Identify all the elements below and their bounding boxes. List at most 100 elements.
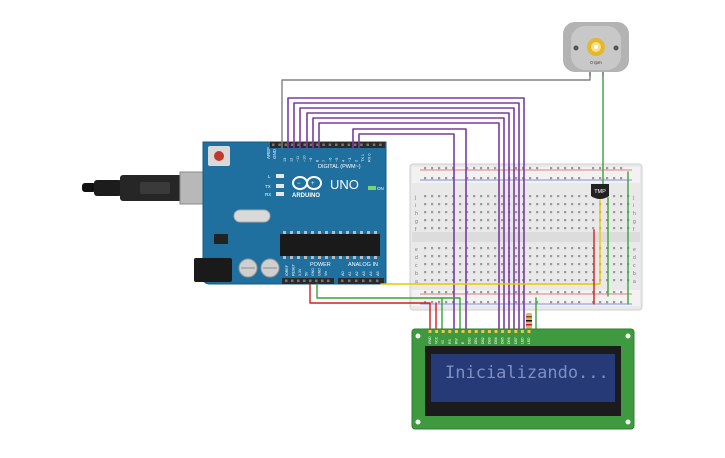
breadboard-hole[interactable] (543, 211, 546, 214)
rail-hole[interactable] (529, 291, 532, 294)
breadboard-hole[interactable] (501, 227, 504, 230)
rail-hole[interactable] (550, 167, 553, 170)
breadboard-hole[interactable] (571, 203, 574, 206)
breadboard-hole[interactable] (522, 195, 525, 198)
breadboard-hole[interactable] (480, 211, 483, 214)
breadboard-hole[interactable] (459, 263, 462, 266)
breadboard-hole[interactable] (459, 195, 462, 198)
wire-motor-gray[interactable] (281, 76, 591, 149)
rail-hole[interactable] (564, 167, 567, 170)
breadboard-hole[interactable] (501, 211, 504, 214)
breadboard-hole[interactable] (529, 203, 532, 206)
breadboard-hole[interactable] (571, 227, 574, 230)
lcd-pin[interactable] (428, 330, 432, 333)
breadboard-hole[interactable] (438, 211, 441, 214)
breadboard-hole[interactable] (613, 279, 616, 282)
header-hole[interactable] (347, 143, 351, 147)
breadboard-hole[interactable] (515, 279, 518, 282)
breadboard-hole[interactable] (445, 263, 448, 266)
breadboard-hole[interactable] (606, 219, 609, 222)
breadboard-hole[interactable] (571, 219, 574, 222)
breadboard-hole[interactable] (473, 227, 476, 230)
breadboard-hole[interactable] (571, 279, 574, 282)
wire-purple[interactable] (318, 122, 500, 331)
lcd-pin[interactable] (468, 330, 472, 333)
breadboard-hole[interactable] (445, 271, 448, 274)
breadboard-hole[interactable] (501, 203, 504, 206)
breadboard-hole[interactable] (480, 219, 483, 222)
breadboard-hole[interactable] (578, 247, 581, 250)
rail-hole[interactable] (431, 177, 434, 180)
rail-hole[interactable] (592, 167, 595, 170)
lcd-pin[interactable] (494, 330, 498, 333)
breadboard-hole[interactable] (473, 203, 476, 206)
breadboard-hole[interactable] (585, 203, 588, 206)
reset-button-cap[interactable] (214, 151, 224, 161)
breadboard-hole[interactable] (571, 255, 574, 258)
breadboard-hole[interactable] (557, 203, 560, 206)
lcd-pin[interactable] (514, 330, 518, 333)
wire-purple[interactable] (293, 102, 520, 331)
wires[interactable] (281, 76, 629, 331)
breadboard-hole[interactable] (550, 203, 553, 206)
breadboard-hole[interactable] (445, 279, 448, 282)
rail-hole[interactable] (536, 291, 539, 294)
breadboard-hole[interactable] (578, 263, 581, 266)
wire-purple[interactable] (299, 107, 515, 331)
breadboard-hole[interactable] (515, 227, 518, 230)
breadboard-hole[interactable] (543, 219, 546, 222)
breadboard-hole[interactable] (620, 255, 623, 258)
header-hole[interactable] (366, 143, 370, 147)
rail-hole[interactable] (522, 301, 525, 304)
wire-red-5v[interactable] (309, 283, 431, 331)
lcd-pin[interactable] (487, 330, 491, 333)
breadboard-hole[interactable] (431, 195, 434, 198)
breadboard-hole[interactable] (452, 219, 455, 222)
breadboard-hole[interactable] (550, 211, 553, 214)
breadboard-hole[interactable] (550, 279, 553, 282)
breadboard-hole[interactable] (571, 263, 574, 266)
rail-hole[interactable] (445, 167, 448, 170)
breadboard-hole[interactable] (536, 263, 539, 266)
breadboard-hole[interactable] (529, 263, 532, 266)
breadboard-hole[interactable] (557, 211, 560, 214)
rail-hole[interactable] (473, 177, 476, 180)
rail-hole[interactable] (557, 177, 560, 180)
header-hole[interactable] (341, 143, 344, 147)
breadboard-hole[interactable] (473, 263, 476, 266)
header-hole[interactable] (369, 279, 372, 283)
breadboard-hole[interactable] (592, 263, 595, 266)
rail-hole[interactable] (529, 301, 532, 304)
rail-hole[interactable] (592, 301, 595, 304)
breadboard-hole[interactable] (480, 279, 483, 282)
breadboard-hole[interactable] (487, 195, 490, 198)
breadboard-hole[interactable] (592, 255, 595, 258)
breadboard-hole[interactable] (585, 271, 588, 274)
rail-hole[interactable] (473, 167, 476, 170)
wire-purple[interactable] (312, 117, 505, 331)
breadboard-hole[interactable] (487, 279, 490, 282)
wire-purple[interactable] (287, 97, 525, 331)
breadboard-hole[interactable] (494, 247, 497, 250)
header-hole[interactable] (362, 279, 365, 283)
breadboard-hole[interactable] (424, 203, 427, 206)
breadboard-hole[interactable] (557, 271, 560, 274)
rail-hole[interactable] (599, 167, 602, 170)
rail-hole[interactable] (620, 291, 623, 294)
breadboard-hole[interactable] (494, 211, 497, 214)
breadboard-hole[interactable] (515, 255, 518, 258)
breadboard-hole[interactable] (515, 211, 518, 214)
breadboard-hole[interactable] (620, 211, 623, 214)
breadboard-hole[interactable] (522, 271, 525, 274)
rail-hole[interactable] (438, 167, 441, 170)
breadboard-hole[interactable] (501, 279, 504, 282)
header-hole[interactable] (379, 143, 382, 147)
breadboard-hole[interactable] (466, 203, 469, 206)
breadboard-hole[interactable] (438, 195, 441, 198)
breadboard-hole[interactable] (445, 219, 448, 222)
breadboard-hole[interactable] (431, 219, 434, 222)
lcd-pin[interactable] (454, 330, 458, 333)
breadboard-hole[interactable] (466, 195, 469, 198)
breadboard-hole[interactable] (473, 271, 476, 274)
